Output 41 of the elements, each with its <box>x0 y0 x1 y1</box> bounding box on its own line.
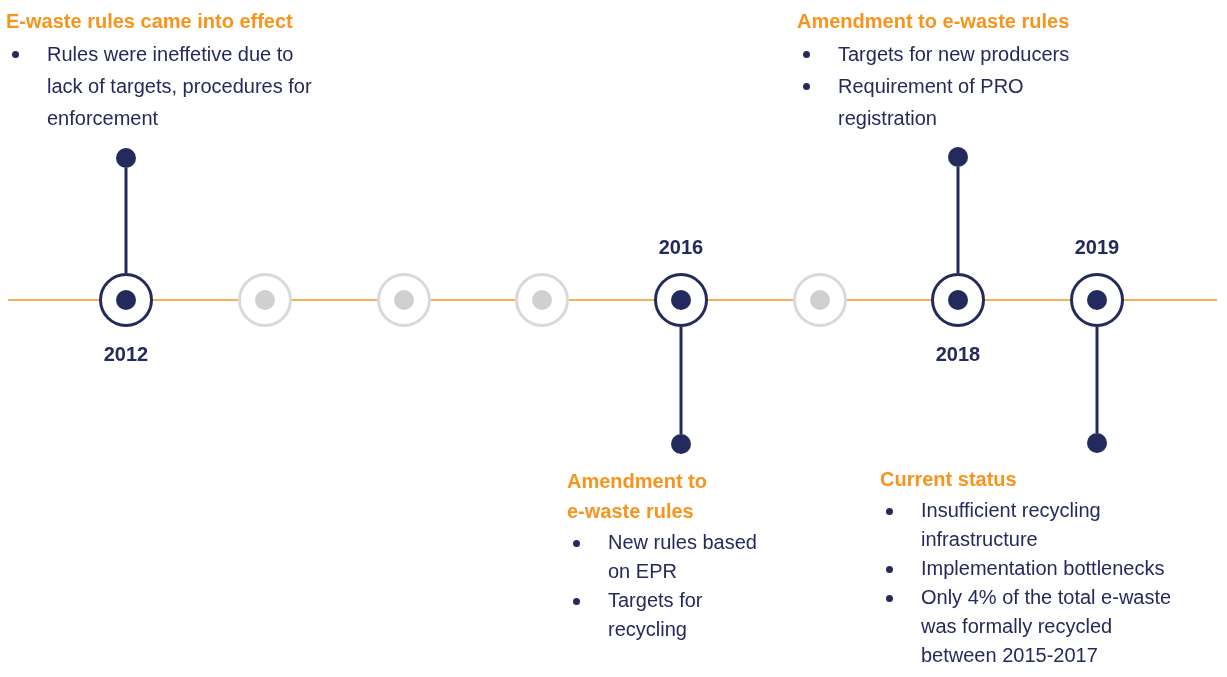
timeline-line <box>291 299 378 301</box>
stem-end-dot <box>948 147 968 167</box>
milestone-circle <box>99 273 153 327</box>
milestone-heading: Amendment to e-waste rules <box>797 9 1071 34</box>
timeline-line <box>568 299 655 301</box>
milestone-heading: E-waste rules came into effect <box>6 9 294 34</box>
bullet-item: Insufficient recycling infrastructure <box>921 498 1102 552</box>
milestone-circle <box>931 273 985 327</box>
timeline-line <box>7 299 100 301</box>
bullet-item: Requirement of PRO registration <box>838 74 1025 131</box>
timeline-line <box>984 299 1071 301</box>
milestone-circle <box>1070 273 1124 327</box>
stem-line <box>124 168 128 273</box>
timeline-line <box>430 299 516 301</box>
milestone-circle <box>793 273 847 327</box>
bullet-item: Targets for new producers <box>838 42 1071 67</box>
year-label: 2012 <box>102 343 150 366</box>
bullet-item: New rules based on EPR <box>608 530 758 584</box>
timeline-line <box>846 299 932 301</box>
stem-line <box>679 327 683 434</box>
milestone-circle <box>377 273 431 327</box>
stem-end-dot <box>1087 433 1107 453</box>
timeline-line <box>707 299 794 301</box>
stem-line <box>1095 327 1099 433</box>
bullet-item: Only 4% of the total e-waste was formally recycled between 2015-2017 <box>921 585 1173 668</box>
milestone-circle <box>654 273 708 327</box>
year-label: 2018 <box>934 343 982 366</box>
stem-end-dot <box>116 148 136 168</box>
stem-line <box>956 167 960 273</box>
milestone-circle <box>515 273 569 327</box>
bullet-item: Implementation bottlenecks <box>921 556 1166 581</box>
timeline-line <box>1123 299 1218 301</box>
bullet-item: Rules were ineffetive due to lack of targets, procedures for enforcement <box>47 42 313 131</box>
year-label: 2019 <box>1073 236 1121 259</box>
stem-end-dot <box>671 434 691 454</box>
bullet-item: Targets for recycling <box>608 588 704 642</box>
milestone-heading: Current status <box>880 467 1018 492</box>
milestone-heading: Amendment to e-waste rules <box>567 469 708 524</box>
timeline-line <box>152 299 239 301</box>
year-label: 2016 <box>657 236 705 259</box>
milestone-circle <box>238 273 292 327</box>
